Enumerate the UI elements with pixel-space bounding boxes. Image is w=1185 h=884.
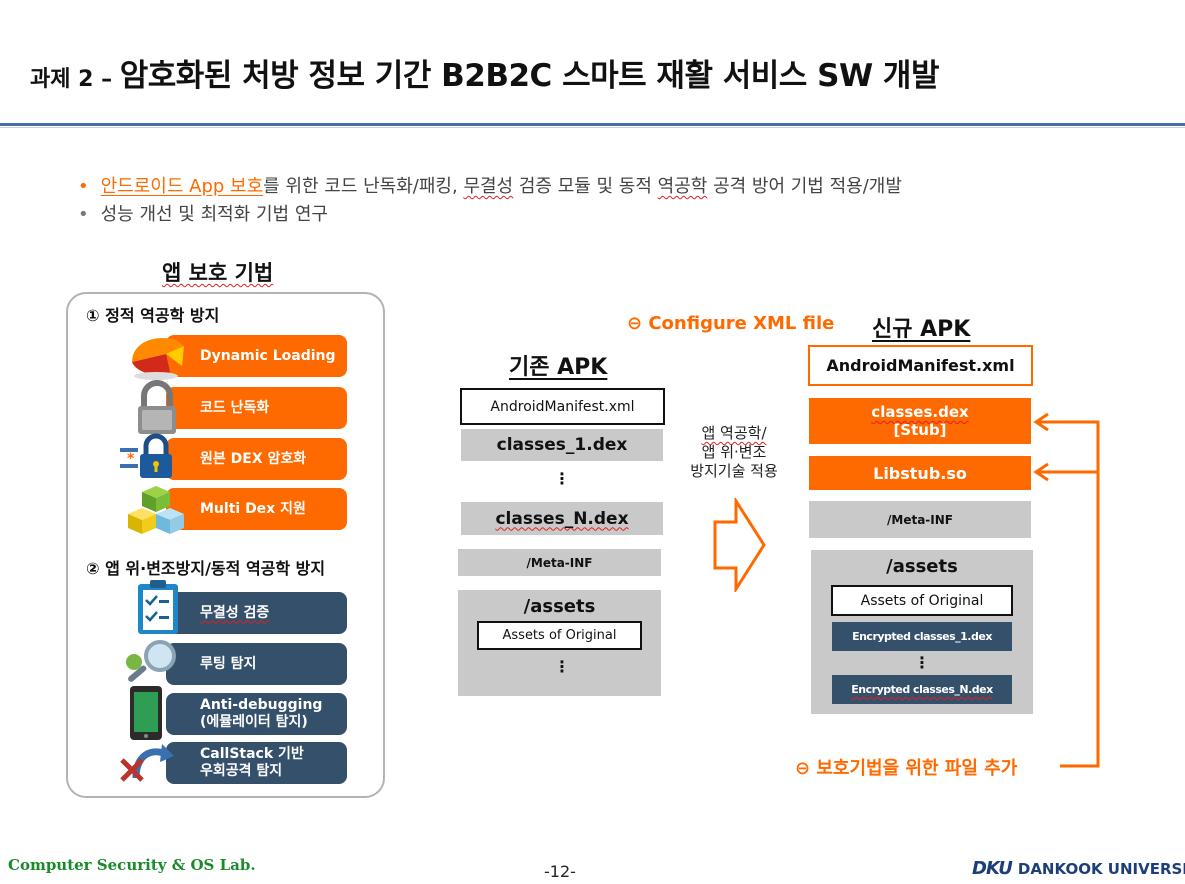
page-number: -12- — [544, 862, 576, 881]
cubes-icon — [128, 486, 184, 534]
pill-label-2: 우회공격 탐지 — [200, 763, 283, 779]
encrypted-dex-n-label: Encrypted classes_N.dex — [851, 683, 993, 696]
bullet-1-text: 검증 모듈 및 동적 — [513, 176, 658, 197]
old-assets-dots: ⋮ — [554, 657, 570, 676]
new-meta-inf: /Meta-INF — [809, 501, 1031, 538]
old-apk-title: 기존 APK — [509, 355, 608, 380]
section-dynamic: ② 앱 위·변조방지/동적 역공학 방지 — [86, 559, 326, 578]
pill-multidex: Multi Dex 지원 — [166, 488, 347, 530]
bullet-2: • 성능 개선 및 최적화 기법 연구 — [78, 200, 328, 226]
title-prefix: 과제 2 – — [30, 67, 120, 92]
pill-label: 무결성 검증 — [200, 604, 270, 621]
padlock-icon — [138, 380, 176, 434]
old-dex-1: classes_1.dex — [461, 429, 663, 461]
transform-text: 앱 역공학/ 앱 위·변조 방지기술 적용 — [672, 424, 796, 481]
transform-arrow-icon — [713, 498, 766, 592]
transform-line-2: 앱 위·변조 — [701, 443, 767, 461]
phone-icon — [130, 686, 162, 740]
new-dex-stub-label: classes.dex — [871, 403, 969, 421]
configure-xml-callout: ⊖ Configure XML file — [627, 313, 835, 334]
magnifier-icon — [126, 640, 176, 682]
old-dex-dots: ⋮ — [554, 469, 570, 488]
university-name: DANKOOK UNIVERSITY — [1017, 859, 1185, 878]
header-rule — [0, 123, 1185, 126]
old-dex-n-label: classes_N.dex — [495, 508, 629, 529]
svg-text:*: * — [127, 451, 135, 467]
bullet-2-text: 성능 개선 및 최적화 기법 연구 — [100, 204, 328, 225]
dynamic-loading-icon — [132, 338, 184, 380]
pill-dynamic-loading: Dynamic Loading — [166, 335, 347, 377]
encrypted-dex-1: Encrypted classes_1.dex — [832, 622, 1012, 651]
blocked-arrow-icon — [120, 744, 174, 782]
old-assets-original: Assets of Original — [477, 621, 642, 650]
pill-anti-debugging: Anti-debugging (에뮬레이터 탐지) — [166, 693, 347, 735]
bullet-1-word: 역공학 — [657, 176, 708, 197]
new-assets-original: Assets of Original — [831, 585, 1013, 616]
checklist-icon — [138, 580, 178, 634]
pill-label: 코드 난독화 — [200, 399, 270, 416]
new-manifest: AndroidManifest.xml — [808, 345, 1033, 386]
protection-title-text: 앱 보호 기법 — [162, 261, 274, 285]
new-dex-stub-label-2: [Stub] — [893, 421, 947, 439]
bullet-dot: • — [78, 176, 89, 197]
pill-dex-encryption: 원본 DEX 암호화 — [166, 438, 347, 480]
pill-label: Anti-debugging — [200, 697, 323, 713]
new-assets-dots: ⋮ — [914, 653, 930, 672]
bullet-1-highlight: 안드로이드 App 보호 — [100, 176, 264, 197]
new-libstub: Libstub.so — [809, 456, 1031, 490]
bullet-1: • 안드로이드 App 보호를 위한 코드 난독화/패킹, 무결성 검증 모듈 및… — [78, 172, 902, 198]
transform-line-1: 앱 역공학/ — [701, 424, 767, 442]
pill-callstack: CallStack 기반 우회공격 탐지 — [166, 742, 347, 784]
new-dex-stub: classes.dex [Stub] — [809, 398, 1031, 444]
university-logo: DKU DANKOOK UNIVERSITY — [972, 858, 1185, 879]
encrypted-dex-n: Encrypted classes_N.dex — [832, 675, 1012, 704]
slide-title: 과제 2 – 암호화된 처방 정보 기간 B2B2C 스마트 재활 서비스 SW… — [30, 50, 1170, 95]
header-rule-thin — [0, 127, 1185, 128]
bullet-1-text: 를 위한 코드 난독화/패킹, — [263, 176, 464, 197]
pill-obfuscation: 코드 난독화 — [166, 387, 347, 429]
section-static: ① 정적 역공학 방지 — [86, 306, 220, 325]
old-assets-label: /assets — [523, 596, 596, 617]
pill-label: Dynamic Loading — [200, 347, 336, 364]
pill-label: Multi Dex 지원 — [200, 500, 306, 517]
pill-label: CallStack 기반 — [200, 746, 304, 762]
bullet-dot: • — [78, 204, 89, 225]
lab-name: Computer Security & OS Lab. — [8, 856, 256, 874]
new-assets-label: /assets — [886, 556, 958, 577]
dku-logo-mark: DKU — [972, 858, 1013, 879]
pill-label: 원본 DEX 암호화 — [200, 450, 307, 467]
title-main: 암호화된 처방 정보 기간 B2B2C 스마트 재활 서비스 SW 개발 — [119, 58, 940, 94]
bullet-1-text: 공격 방어 기법 적용/개발 — [707, 176, 902, 197]
protection-title: 앱 보호 기법 — [162, 257, 273, 287]
pill-label-2: (에뮬레이터 탐지) — [200, 714, 308, 730]
new-apk-title: 신규 APK — [872, 317, 971, 342]
add-files-callout: ⊖ 보호기법을 위한 파일 추가 — [795, 758, 1018, 779]
pill-label: 루팅 탐지 — [200, 655, 257, 672]
old-meta-inf: /Meta-INF — [458, 549, 661, 576]
transform-line-3: 방지기술 적용 — [690, 462, 778, 480]
pill-rooting: 루팅 탐지 — [166, 643, 347, 685]
encryption-lock-icon: * — [120, 433, 172, 478]
old-manifest: AndroidManifest.xml — [460, 388, 665, 425]
old-dex-n: classes_N.dex — [461, 502, 663, 535]
pill-integrity: 무결성 검증 — [166, 592, 347, 634]
add-files-bracket — [1033, 412, 1100, 768]
bullet-1-word: 무결성 — [463, 176, 514, 197]
